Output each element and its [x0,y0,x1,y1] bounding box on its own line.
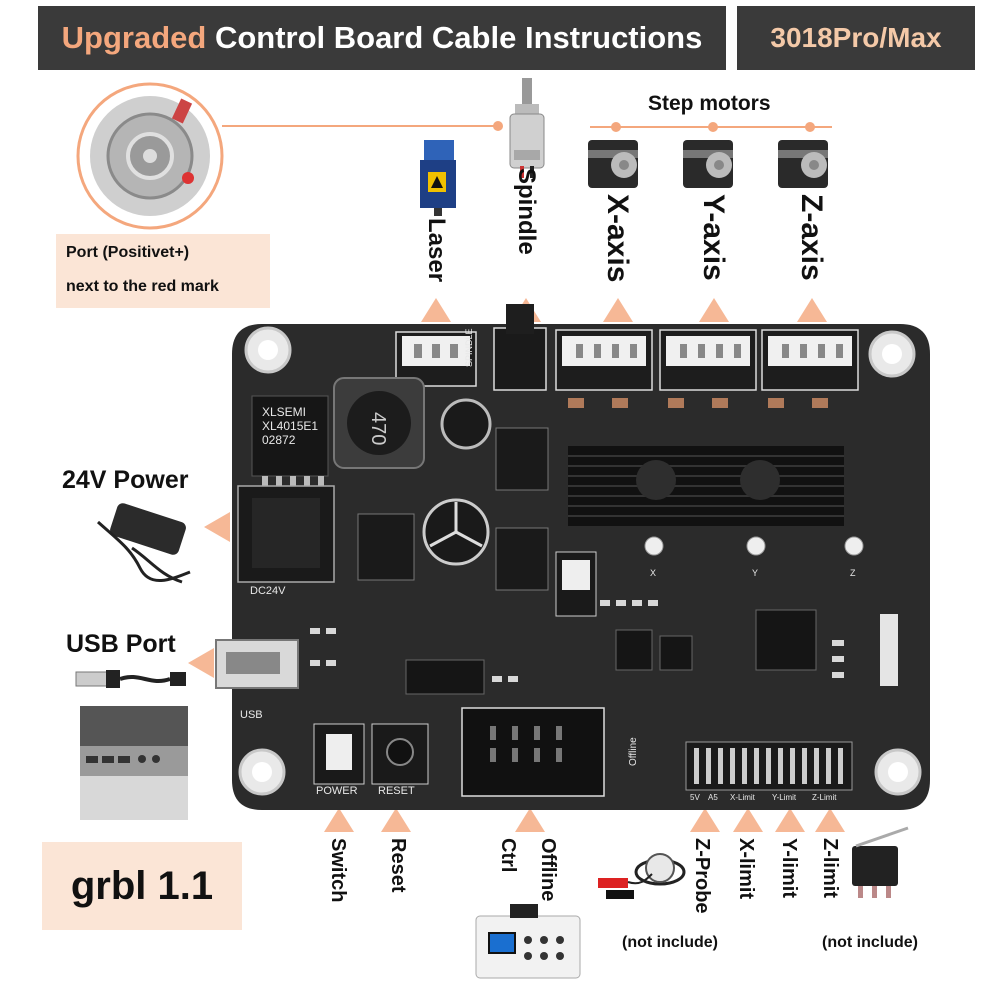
mosfet-2 [495,427,549,491]
mosfet-3 [495,527,549,591]
spindle-connector [493,327,547,391]
spindle-motor [509,78,545,178]
usb-serial-chip [405,659,485,695]
silk-pin-xlimit: X-Limit [730,793,756,802]
ctrl-label: Ctrl [497,838,519,873]
arrow-usb [188,648,214,678]
z-probe-photo [598,853,686,899]
silk-pot-x: X [650,568,656,578]
dc-motor-photo [76,82,224,230]
reset-label: Reset [387,838,409,893]
arrow-z-probe [690,808,720,832]
silk-chip-2: XL4015E1 [262,419,318,433]
arrow-x-limit [733,808,763,832]
silk-power: POWER [316,785,358,797]
top-arrows [421,298,827,322]
stepper-motor-x [588,140,638,188]
power-adapter-photo [96,503,191,584]
stepper-motor-y [683,140,733,188]
arrow-z-axis [797,298,827,322]
ctrl-header [461,707,605,797]
y-motor-dot [708,122,718,132]
title-text: Control Board Cable Instructions [214,20,703,55]
z-probe-label: Z-Probe [691,838,713,914]
silk-offline: Offline [628,737,639,766]
arrow-x-axis [603,298,633,322]
x-limit-label: X-limit [735,838,757,900]
status-leds [880,614,898,686]
y-limit-label: Y-limit [778,838,800,899]
arrow-power [204,512,230,542]
z-motor-dot [805,122,815,132]
silk-inductor: 470 [367,412,389,445]
silk-pot-z: Z [850,568,856,578]
trim-pot-y [746,536,766,556]
arrow-switch [324,808,354,832]
laser-module [420,140,456,216]
step-motors-label: Step motors [648,92,771,115]
usb-port-label: USB Port [66,630,176,658]
silk-spindle: SPINDLE [464,328,474,367]
trim-pot-z [844,536,864,556]
trim-pot-x [644,536,664,556]
silk-reset: RESET [378,785,415,797]
z-axis-label: Z-axis [795,194,828,281]
silk-pin-ylimit: Y-Limit [772,793,797,802]
usb-cable-photo [75,670,186,688]
capacitor-1 [440,398,492,450]
offline-label: Offline [537,838,559,902]
x-axis-label: X-axis [601,194,634,283]
power-24v-label: 24V Power [62,466,189,494]
arrow-laser [421,298,451,322]
x-motor-dot [611,122,621,132]
header-title: Upgraded Control Board Cable Instruction… [38,6,726,70]
spindle-label: Spindle [513,168,540,255]
left-arrows [188,512,230,678]
z-probe-not-included: (not include) [622,934,718,951]
heatsink [568,446,844,526]
bottom-arrows [324,808,845,832]
port-note-line2: next to the red mark [66,278,219,295]
grbl-version-badge: grbl 1.1 [42,842,242,930]
mosfet-1 [357,513,415,581]
arrow-y-axis [699,298,729,322]
arrow-ctrl-offline [515,808,545,832]
silk-pin-zlimit: Z-Limit [812,793,837,802]
microcontroller [755,609,817,671]
control-board [215,304,930,810]
arrow-z-limit [815,808,845,832]
silk-pin-a5: A5 [708,793,718,802]
silk-chip-1: XLSEMI [262,405,306,419]
limit-switch-not-included: (not include) [822,934,918,951]
arrow-reset [381,808,411,832]
stepper-motor-z [778,140,828,188]
z-limit-label: Z-limit [819,838,841,898]
port-note-box: Port (Positivet+) next to the red mark [56,234,270,308]
port-note-line1: Port (Positivet+) [66,244,190,261]
spindle-connector-dot [493,121,503,131]
limit-switch-photo [852,826,909,898]
mounting-holes [238,326,922,796]
model-badge: 3018Pro/Max [737,6,975,70]
silk-pot-y: Y [752,568,758,578]
arrow-y-limit [775,808,805,832]
silk-chip-3: 02872 [262,433,296,447]
silk-usb: USB [240,709,263,721]
y-axis-label: Y-axis [697,194,730,281]
switch-label: Switch [327,838,349,903]
buck-regulator-chip [251,395,329,477]
offline-controller-photo [475,904,581,979]
silk-dc24v: DC24V [250,585,286,597]
silk-pin-5v: 5V [690,793,700,802]
laptop-port-photo [80,706,188,820]
laser-label: Laser [423,218,450,283]
title-highlight: Upgraded [61,20,207,55]
